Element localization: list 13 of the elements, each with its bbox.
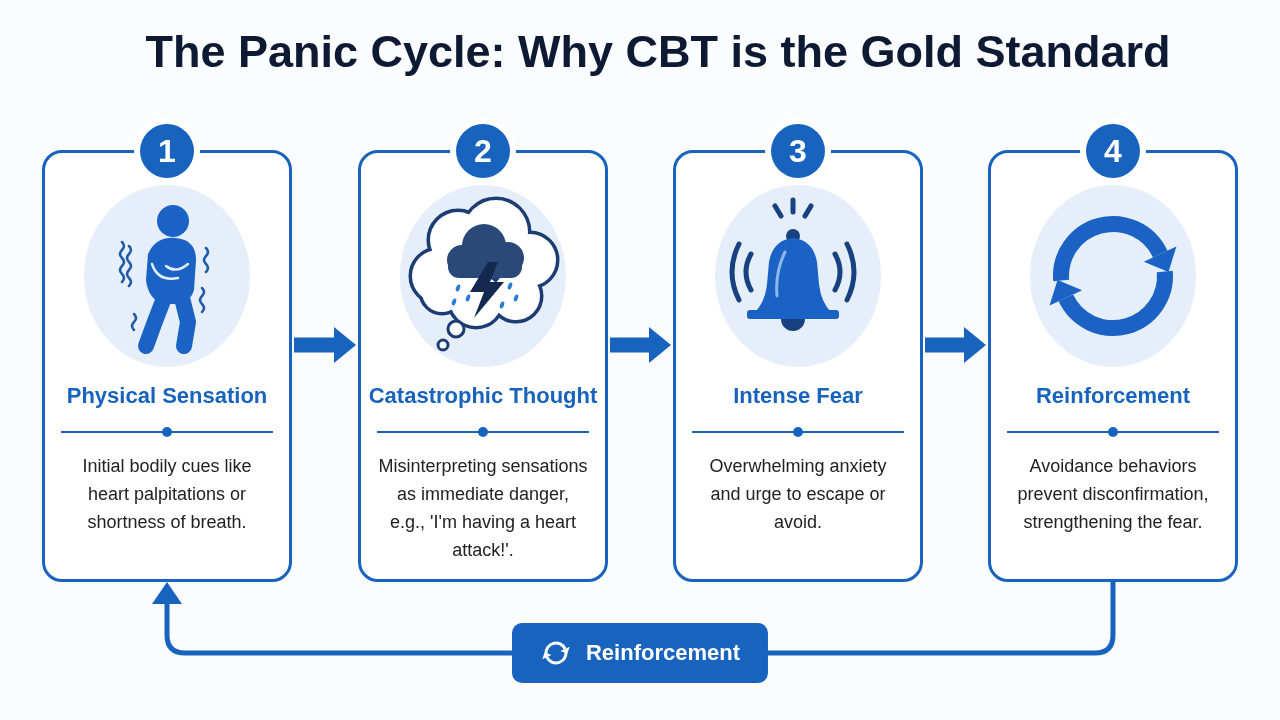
block-arrow <box>610 327 671 363</box>
block-arrow <box>925 327 986 363</box>
step-title: Physical Sensation <box>66 382 268 410</box>
step-description: Overwhelming anxiety and urge to escape or avoid. <box>708 455 888 534</box>
edge-label: Reinforcement <box>586 640 740 666</box>
title: The Panic Cycle: Why CBT is the Gold Standard <box>145 25 1171 79</box>
step-description: Initial bodily cues like heart palpitations or shortness of breath. <box>81 455 253 534</box>
step-title: Intense Fear <box>733 382 863 410</box>
step-description: Avoidance behaviors prevent disconfirmation, strengthening the fear. <box>1016 455 1210 534</box>
step-description: Misinterpreting sensations as immediate danger, e.g., 'I'm having a heart attack!'. <box>377 455 589 562</box>
block-arrow <box>294 327 356 363</box>
step-title: Catastrophic Thought <box>368 382 598 410</box>
step-title: Reinforcement <box>1036 382 1190 410</box>
